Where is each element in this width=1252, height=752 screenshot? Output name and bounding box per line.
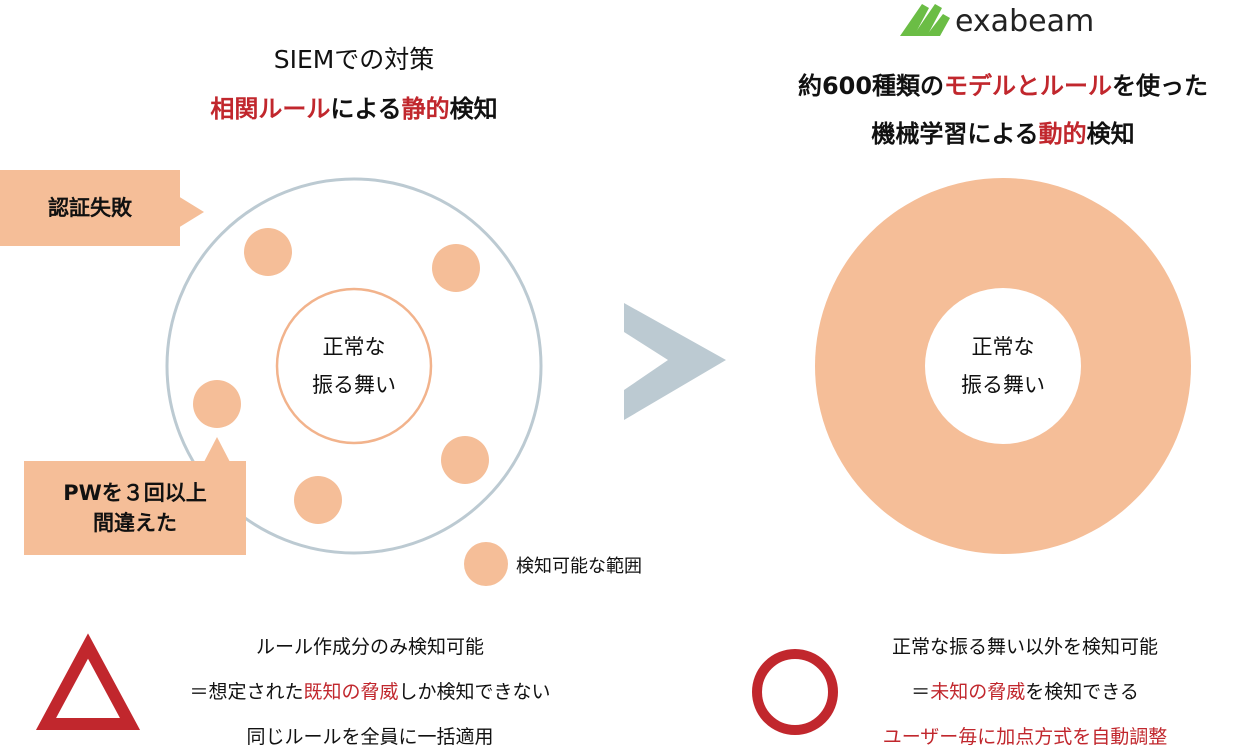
callout-1-pointer — [178, 196, 204, 228]
exabeam-logo-icon — [900, 4, 950, 36]
note-segment: 未知の脅威 — [930, 681, 1026, 703]
note-segment: 正常な振る舞い以外を検知可能 — [891, 636, 1159, 658]
note-segment: ルール作成分のみ検知可能 — [255, 636, 485, 658]
circle-mark-icon — [752, 649, 838, 735]
left-note-3: 同じルールを全員に一括適用 — [246, 722, 493, 749]
detection-dot — [432, 244, 480, 292]
left-center-label: 正常な 振る舞い — [312, 328, 396, 404]
legend-dot — [464, 542, 508, 586]
subtitle-segment: による — [330, 95, 402, 123]
title-segment: モデルとルール — [944, 72, 1113, 100]
note-segment: しか検知できない — [398, 681, 551, 703]
subtitle-segment: 検知 — [449, 95, 498, 123]
callout-line: PWを３回以上 — [63, 481, 207, 505]
normal-behavior-circle — [275, 287, 433, 445]
callout-pw-failure: PWを３回以上 間違えた — [24, 461, 246, 555]
label-line: 振る舞い — [312, 373, 396, 397]
note-segment: 既知の脅威 — [303, 681, 399, 703]
subtitle-segment: 検知 — [1086, 120, 1135, 148]
subtitle-segment: 動的 — [1038, 120, 1087, 148]
exabeam-logo-text: exabeam — [955, 4, 1095, 39]
normal-behavior-hole — [925, 288, 1081, 444]
subtitle-segment: 機械学習による — [871, 120, 1039, 148]
note-segment: ユーザー毎に加点方式を自動調整 — [882, 726, 1168, 748]
right-note-3: ユーザー毎に加点方式を自動調整 — [883, 722, 1168, 749]
detection-dot — [244, 228, 292, 276]
note-segment: ＝想定された — [189, 681, 304, 703]
title-segment: を使った — [1112, 72, 1209, 100]
left-note-1: ルール作成分のみ検知可能 — [256, 632, 484, 659]
note-segment: 同じルールを全員に一括適用 — [246, 726, 494, 748]
subtitle-segment: 静的 — [401, 95, 450, 123]
right-note-1: 正常な振る舞い以外を検知可能 — [892, 632, 1158, 659]
left-note-2: ＝想定された既知の脅威しか検知できない — [189, 677, 550, 704]
callout-line: 間違えた — [93, 511, 177, 535]
triangle-icon — [35, 633, 141, 730]
title-segment: 約600種類の — [797, 72, 945, 100]
chevron-arrow-icon — [624, 303, 726, 420]
callout-2-pointer — [204, 437, 230, 462]
detection-dot — [294, 476, 342, 524]
callout-auth-failure: 認証失敗 — [0, 170, 180, 246]
detection-dot — [193, 380, 241, 428]
left-subtitle: 相関ルールによる静的検知 — [210, 89, 497, 124]
right-title: 約600種類のモデルとルールを使った — [798, 66, 1208, 101]
label-line: 振る舞い — [961, 373, 1045, 397]
detection-dot — [441, 436, 489, 484]
detection-scope-circle — [165, 177, 543, 555]
left-title: SIEMでの対策 — [273, 45, 435, 74]
right-subtitle: 機械学習による動的検知 — [871, 114, 1134, 149]
note-segment: を検知できる — [1025, 681, 1139, 703]
subtitle-segment: 相関ルール — [210, 95, 331, 123]
legend-label: 検知可能な範囲 — [516, 556, 642, 577]
note-segment: ＝ — [911, 681, 931, 703]
label-line: 正常な — [322, 335, 386, 359]
right-center-label: 正常な 振る舞い — [961, 328, 1045, 404]
label-line: 正常な — [971, 335, 1035, 359]
right-note-2: ＝未知の脅威を検知できる — [911, 677, 1139, 704]
